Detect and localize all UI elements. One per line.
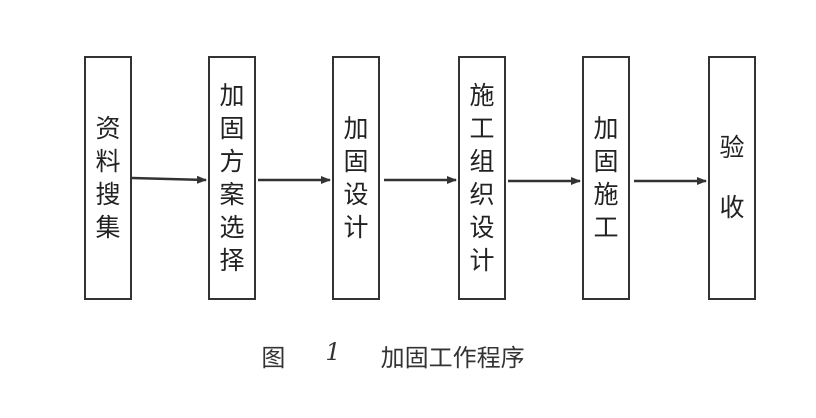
figure-label: 图 [261, 344, 286, 372]
step-box-data-collection: 资料搜集 [84, 56, 132, 300]
step-label: 施工组织设计 [469, 81, 495, 275]
step-box-design: 加固设计 [332, 56, 380, 300]
figure-number: 1 [325, 338, 341, 366]
figure-caption: 图 1 加固工作程序 [0, 338, 816, 373]
step-label: 加固方案选择 [219, 81, 245, 275]
step-label: 资料搜集 [95, 114, 121, 242]
step-box-acceptance: 验收 [708, 56, 756, 300]
step-box-scheme-selection: 加固方案选择 [208, 56, 256, 300]
step-label: 加固施工 [593, 114, 619, 242]
arrow-1 [131, 175, 207, 184]
step-label: 验收 [719, 133, 745, 222]
step-box-construction: 加固施工 [582, 56, 630, 300]
figure-title: 加固工作程序 [380, 344, 525, 372]
step-box-construction-planning: 施工组织设计 [458, 56, 506, 300]
step-label: 加固设计 [343, 114, 369, 242]
